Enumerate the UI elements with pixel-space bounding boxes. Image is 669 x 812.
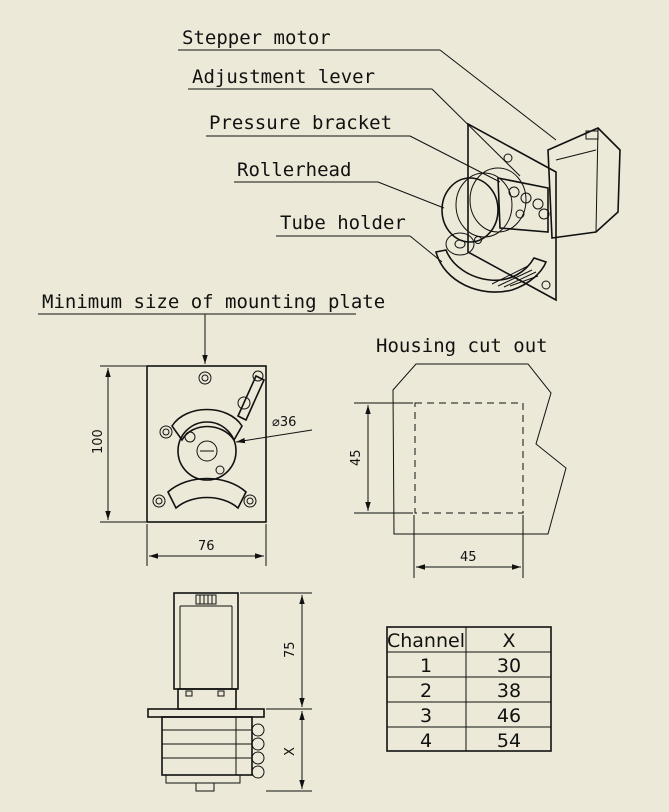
table-cell-x: 54 [497,730,521,752]
pump-isometric-illustration: Stepper motor Adjustment lever Pressure … [178,27,621,302]
table-cell-channel: 4 [420,730,432,752]
plate-width-dimension: 76 [198,539,215,554]
mounting-plate-view: Minimum size of mounting plate ⌀36 100 [38,291,385,566]
mounting-plate-title: Minimum size of mounting plate [42,291,385,313]
tube-holder-label: Tube holder [280,212,406,234]
pressure-bracket-label: Pressure bracket [209,112,392,134]
pump-side-view: 75 X [147,592,312,792]
housing-cutout-title: Housing cut out [376,335,548,357]
table-cell-x: 46 [497,705,521,727]
head-length-dimension: X [283,747,298,756]
table-header-x: X [502,630,515,652]
table-cell-x: 38 [497,680,521,702]
stepper-motor-label: Stepper motor [182,27,331,49]
plate-height-dimension: 100 [91,429,106,454]
table-header-channel: Channel [387,630,465,652]
cutout-width-dimension: 45 [460,550,477,565]
channel-table: Channel X 1 30 2 38 3 46 4 54 [386,626,552,752]
table-cell-channel: 1 [420,655,432,677]
table-cell-x: 30 [497,655,521,677]
housing-cutout-view: Housing cut out 45 45 [349,335,567,578]
roller-diameter-dimension: ⌀36 [272,415,296,430]
rollerhead-label: Rollerhead [237,159,351,181]
table-cell-channel: 3 [420,705,432,727]
motor-length-dimension: 75 [283,641,298,658]
cutout-height-dimension: 45 [349,449,364,466]
adjustment-lever-label: Adjustment lever [192,66,375,88]
table-cell-channel: 2 [420,680,432,702]
